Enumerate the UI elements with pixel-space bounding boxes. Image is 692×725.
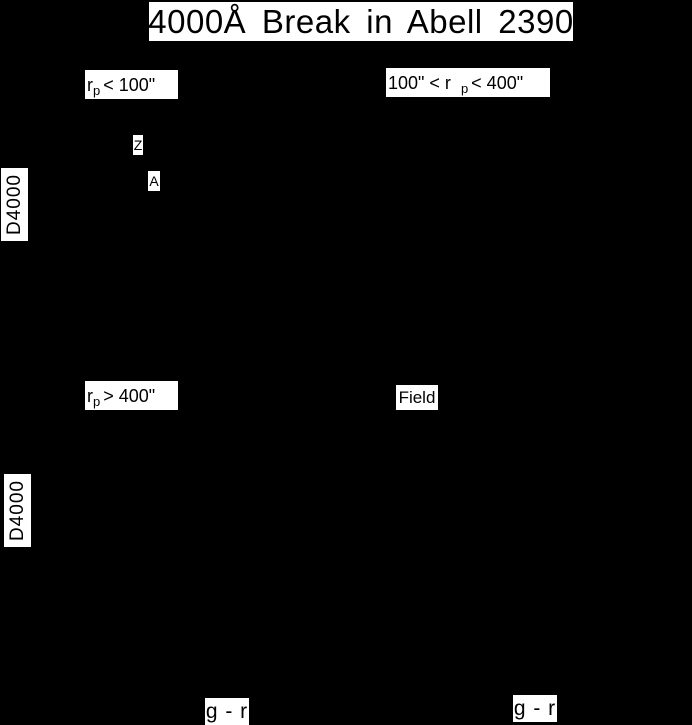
panel-label-field: Field [396,385,438,410]
y-axis-label-text: D4000 [7,480,28,541]
label-text: 100" < r [388,72,451,93]
x-axis-label-right: g - r [513,695,557,722]
panel-label-middle: 100" < r p < 400" [386,68,550,97]
label-text: > 400" [103,385,156,406]
y-axis-label-text: D4000 [4,174,25,235]
chart-title: 4000Å Break in Abell 2390 [148,2,574,41]
label-text: r [87,385,93,406]
label-subscript: p [93,83,101,98]
y-axis-label-top: D4000 [1,168,28,241]
panel-label-outer: r p > 400" [85,381,178,410]
label-text: < 100" [103,74,156,95]
panel-label-inner: r p < 100" [85,70,178,99]
label-text: < 400" [471,72,524,93]
label-subscript: p [460,81,469,96]
label-text: r [87,74,93,95]
label-subscript: p [93,394,101,409]
marker-label-a: A [148,171,160,191]
marker-label-z: Z [133,135,143,155]
y-axis-label-bottom: D4000 [4,474,31,547]
x-axis-label-left: g - r [205,698,249,725]
